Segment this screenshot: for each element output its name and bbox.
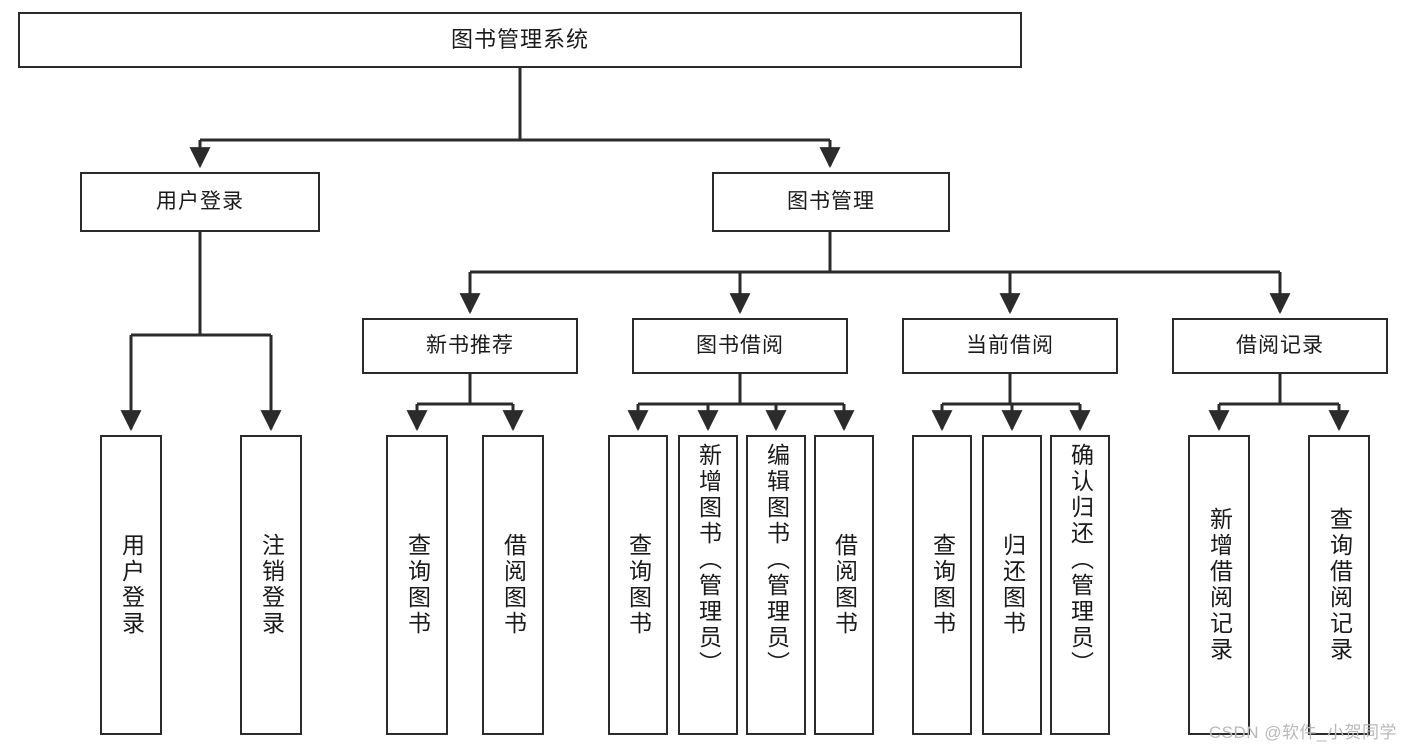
node-level3-current-borrow[interactable]: 当前借阅 bbox=[902, 318, 1118, 374]
node-leaf-borrow-book-recommend-label: 借阅图书 bbox=[500, 533, 527, 637]
node-level3-new-book-recommend-label: 新书推荐 bbox=[426, 333, 514, 357]
node-leaf-logout[interactable]: 注销登录 bbox=[240, 435, 302, 735]
node-leaf-query-book-borrow-label: 查询图书 bbox=[625, 533, 652, 637]
node-level3-current-borrow-label: 当前借阅 bbox=[966, 333, 1054, 357]
csdn-watermark: CSDN @软件_小贺同学 bbox=[1208, 723, 1397, 742]
node-root-label: 图书管理系统 bbox=[450, 27, 589, 53]
node-leaf-confirm-return-admin[interactable]: 确认归还（管理员） bbox=[1050, 435, 1110, 735]
node-leaf-logout-label: 注销登录 bbox=[258, 533, 285, 637]
node-level3-borrow-record-label: 借阅记录 bbox=[1236, 333, 1324, 357]
node-leaf-user-login-label: 用户登录 bbox=[118, 533, 145, 637]
node-leaf-borrow-book-label: 借阅图书 bbox=[831, 533, 858, 637]
node-level2-book-management[interactable]: 图书管理 bbox=[712, 172, 950, 232]
node-leaf-query-book-recommend[interactable]: 查询图书 bbox=[386, 435, 448, 735]
node-leaf-add-borrow-record-label: 新增借阅记录 bbox=[1206, 507, 1233, 663]
node-leaf-query-book-recommend-label: 查询图书 bbox=[404, 533, 431, 637]
node-leaf-query-book-current[interactable]: 查询图书 bbox=[912, 435, 972, 735]
node-level2-book-management-label: 图书管理 bbox=[787, 189, 875, 213]
node-leaf-query-borrow-record-label: 查询借阅记录 bbox=[1326, 507, 1353, 663]
node-leaf-user-login[interactable]: 用户登录 bbox=[100, 435, 162, 735]
node-leaf-edit-book-admin-label: 编辑图书（管理员） bbox=[763, 443, 790, 677]
node-leaf-add-book-admin[interactable]: 新增图书（管理员） bbox=[678, 435, 738, 735]
node-level2-user-login-label: 用户登录 bbox=[156, 189, 244, 213]
node-leaf-borrow-book-recommend[interactable]: 借阅图书 bbox=[482, 435, 544, 735]
node-leaf-add-borrow-record[interactable]: 新增借阅记录 bbox=[1188, 435, 1250, 735]
node-leaf-query-borrow-record[interactable]: 查询借阅记录 bbox=[1308, 435, 1370, 735]
node-level3-book-borrow-label: 图书借阅 bbox=[696, 333, 784, 357]
node-leaf-return-book[interactable]: 归还图书 bbox=[982, 435, 1042, 735]
node-leaf-confirm-return-admin-label: 确认归还（管理员） bbox=[1067, 443, 1094, 677]
node-leaf-query-book-borrow[interactable]: 查询图书 bbox=[608, 435, 668, 735]
node-level3-new-book-recommend[interactable]: 新书推荐 bbox=[362, 318, 578, 374]
node-root[interactable]: 图书管理系统 bbox=[18, 12, 1022, 68]
node-level3-book-borrow[interactable]: 图书借阅 bbox=[632, 318, 848, 374]
node-leaf-add-book-admin-label: 新增图书（管理员） bbox=[695, 443, 722, 677]
node-leaf-return-book-label: 归还图书 bbox=[999, 533, 1026, 637]
node-level3-borrow-record[interactable]: 借阅记录 bbox=[1172, 318, 1388, 374]
node-leaf-edit-book-admin[interactable]: 编辑图书（管理员） bbox=[746, 435, 806, 735]
node-level2-user-login[interactable]: 用户登录 bbox=[80, 172, 320, 232]
node-leaf-borrow-book[interactable]: 借阅图书 bbox=[814, 435, 874, 735]
node-leaf-query-book-current-label: 查询图书 bbox=[929, 533, 956, 637]
